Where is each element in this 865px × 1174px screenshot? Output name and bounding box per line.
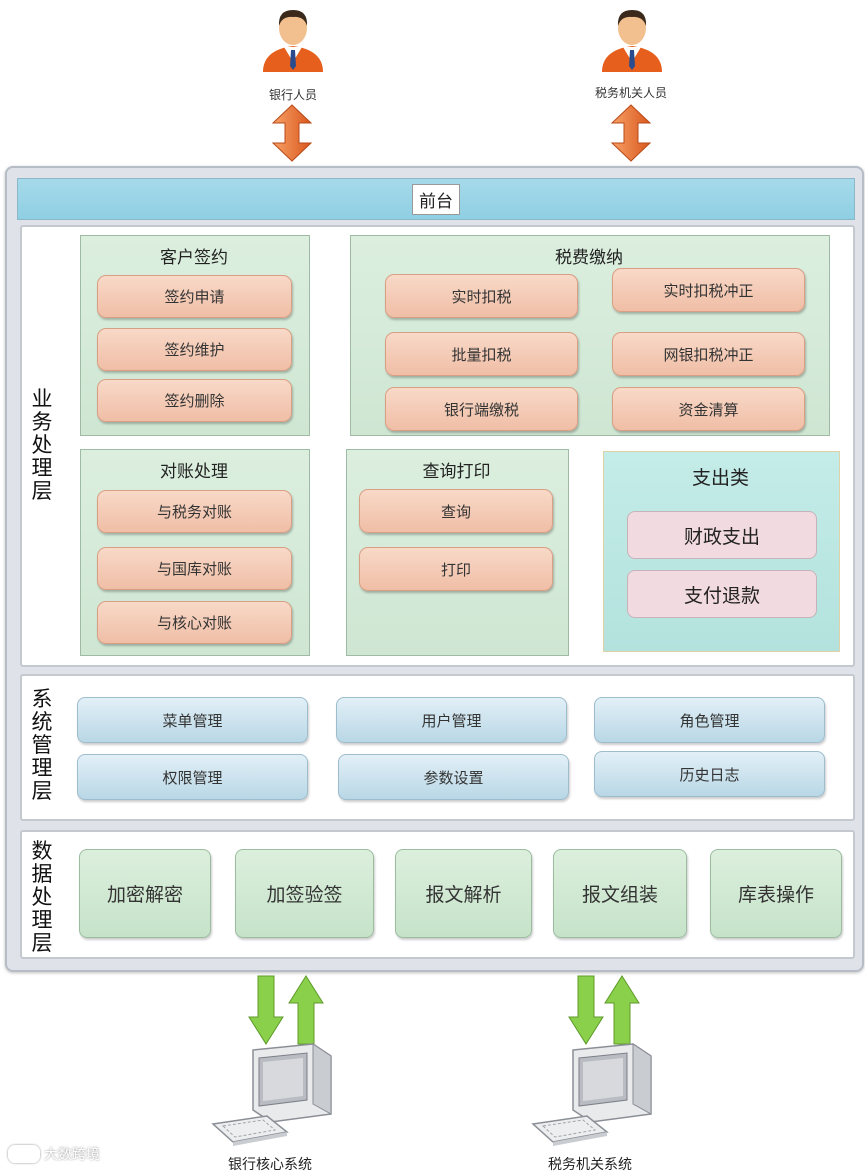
system-layer-text: 系统管理层 (30, 688, 54, 803)
parameter-settings-button[interactable]: 参数设置 (338, 754, 569, 800)
sign-apply-button[interactable]: 签约申请 (97, 275, 292, 318)
expenditure-title: 支出类 (691, 467, 749, 489)
layer-label-char: 数 (31, 839, 53, 863)
encrypt-decrypt-button[interactable]: 加密解密 (79, 849, 211, 938)
layer-label-char: 统 (31, 710, 53, 734)
down-arrow-icon (568, 975, 604, 1049)
layer-label-char: 理 (31, 456, 53, 480)
query-print-title: 查询打印 (422, 462, 491, 482)
layer-label-char: 层 (31, 479, 53, 503)
query-button[interactable]: 查询 (359, 489, 553, 533)
history-log-button[interactable]: 历史日志 (594, 751, 825, 797)
double-arrow-icon (610, 104, 652, 166)
user-management-button[interactable]: 用户管理 (336, 697, 567, 743)
reconciliation-title: 对账处理 (160, 462, 228, 482)
up-arrow-icon (288, 975, 324, 1049)
tax-payment-title: 税费缴纳 (555, 248, 623, 268)
system-layer-label: 系统管理层 (30, 688, 54, 803)
fiscal-expenditure-button[interactable]: 财政支出 (627, 511, 817, 559)
customer-signing-title: 客户签约 (160, 248, 228, 268)
batch-deduct-button[interactable]: 批量扣税 (385, 332, 578, 376)
data-layer-text: 数据处理层 (30, 840, 54, 955)
down-arrow-icon (248, 975, 284, 1049)
watermark-text: 大数跨境 (44, 1147, 100, 1163)
db-table-operation-button[interactable]: 库表操作 (710, 849, 842, 938)
tax-staff-label: 税务机关人员 (594, 86, 667, 100)
layer-label-char: 处 (31, 433, 53, 457)
front-desk-bar: 前台 (17, 178, 855, 220)
layer-label-char: 系 (31, 687, 53, 711)
data-layer-label: 数据处理层 (30, 840, 54, 955)
reconcile-core-button[interactable]: 与核心对账 (97, 601, 292, 644)
layer-label-char: 理 (31, 908, 53, 932)
tax-system-label: 税务机关系统 (548, 1157, 632, 1173)
tax-staff-person-icon (597, 4, 667, 72)
layer-label-char: 业 (31, 387, 53, 411)
layer-label-char: 理 (31, 756, 53, 780)
realtime-deduct-button[interactable]: 实时扣税 (385, 274, 578, 318)
fund-clearing-button[interactable]: 资金清算 (612, 387, 805, 431)
sign-delete-button[interactable]: 签约删除 (97, 379, 292, 422)
layer-label-char: 层 (31, 931, 53, 955)
layer-label-char: 管 (31, 733, 53, 757)
print-button[interactable]: 打印 (359, 547, 553, 591)
bank-staff-label: 银行人员 (268, 88, 317, 102)
reconcile-tax-button[interactable]: 与税务对账 (97, 490, 292, 533)
bank-staff-person-icon (258, 4, 328, 72)
bank-core-system-label: 银行核心系统 (228, 1157, 312, 1173)
front-desk-label: 前台 (412, 183, 460, 215)
sign-verify-button[interactable]: 加签验签 (235, 849, 374, 938)
watermark-logo-icon (8, 1145, 40, 1163)
up-arrow-icon (604, 975, 640, 1049)
bank-core-computer-icon (205, 1042, 345, 1156)
layer-label-char: 处 (31, 885, 53, 909)
payment-refund-button[interactable]: 支付退款 (627, 570, 817, 618)
message-assemble-button[interactable]: 报文组装 (553, 849, 687, 938)
layer-label-char: 据 (31, 862, 53, 886)
double-arrow-icon (271, 104, 313, 166)
business-layer-label: 业务处理层 (30, 388, 54, 503)
message-parse-button[interactable]: 报文解析 (395, 849, 532, 938)
tax-system-computer-icon (525, 1042, 665, 1156)
realtime-deduct-reversal-button[interactable]: 实时扣税冲正 (612, 268, 805, 312)
layer-label-char: 层 (31, 779, 53, 803)
sign-maintain-button[interactable]: 签约维护 (97, 328, 292, 371)
menu-management-button[interactable]: 菜单管理 (77, 697, 308, 743)
online-bank-reversal-button[interactable]: 网银扣税冲正 (612, 332, 805, 376)
reconcile-treasury-button[interactable]: 与国库对账 (97, 547, 292, 590)
bank-side-payment-button[interactable]: 银行端缴税 (385, 387, 578, 431)
watermark: 大数跨境 (8, 1144, 100, 1164)
business-layer-text: 业务处理层 (30, 388, 54, 503)
permission-management-button[interactable]: 权限管理 (77, 754, 308, 800)
layer-label-char: 务 (31, 410, 53, 434)
role-management-button[interactable]: 角色管理 (594, 697, 825, 743)
